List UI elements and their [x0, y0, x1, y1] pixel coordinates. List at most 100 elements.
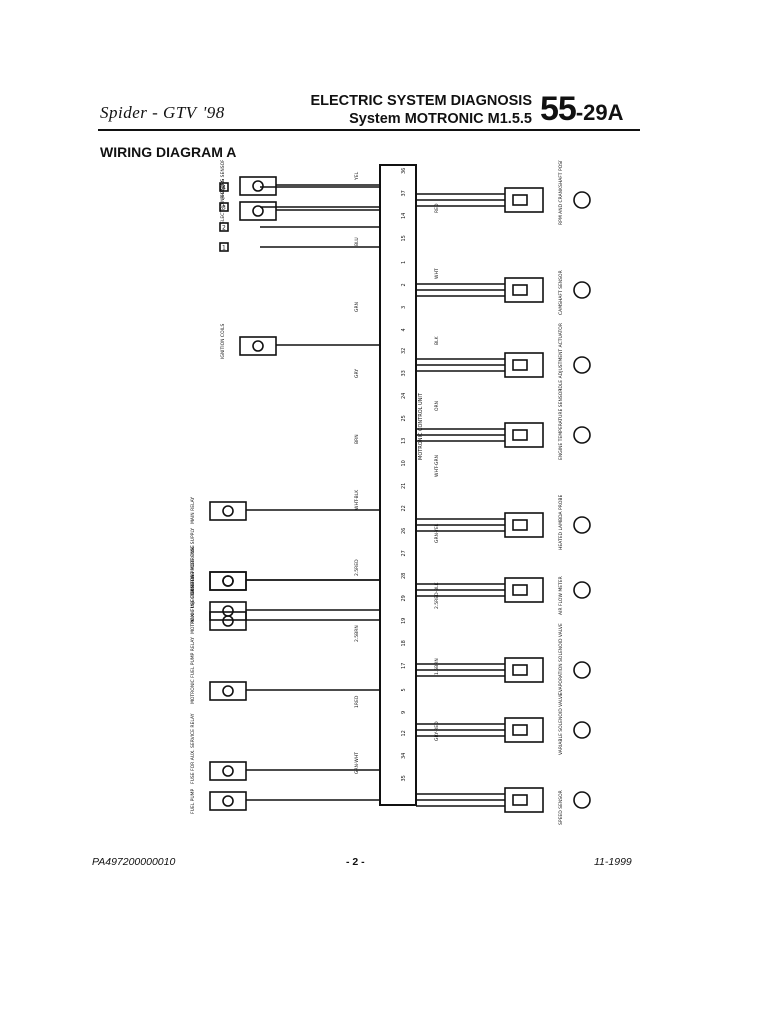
component-symbol	[239, 201, 277, 221]
pin-label: 18	[401, 640, 407, 646]
component-label: EVAPORATION SOLENOID VALVE	[558, 623, 564, 695]
component-camshaft-sensor: CAMSHAFT SENSOR	[504, 270, 591, 315]
pin-label: 28	[401, 573, 407, 579]
component-ref	[573, 516, 591, 534]
component-symbol	[222, 505, 234, 517]
component-label: HEATED LAMBDA PROBE	[558, 495, 564, 550]
component-symbol	[222, 605, 234, 617]
pin-label: 21	[401, 483, 407, 489]
component-label: VARIABLE SOLENOID VALVE	[558, 693, 564, 755]
component-symbol	[209, 571, 247, 591]
pin-label: 19	[401, 618, 407, 624]
component-idle-adjustment-actuator: IDLE ADJUSTMENT ACTUATOR	[504, 323, 591, 390]
injector-tag	[219, 222, 229, 232]
component-symbol	[504, 352, 544, 378]
component-symbol	[504, 187, 544, 213]
wiring-diagram: MOTRONIC CONTROL UNIT PHASING SENSORELEC…	[190, 160, 591, 825]
pin-label: 14	[401, 213, 407, 219]
wire-label: YEL	[354, 171, 360, 181]
component-main-relay: MAIN RELAY	[190, 497, 247, 524]
pin-label: 5	[401, 688, 407, 691]
wire-runs: YELREDBLUWHTGRNBLKGRYORNBRNWHT-GRNWHT-BL…	[246, 171, 505, 807]
component-phasing-sensor: PHASING SENSOR	[220, 160, 277, 199]
brand-name: Spider - GTV	[100, 103, 197, 122]
control-unit-box	[379, 164, 417, 806]
pin-label: 13	[401, 438, 407, 444]
wire-label: 2.5BRN	[354, 625, 360, 642]
component-fuel-pump: FUEL PUMP	[190, 788, 247, 814]
component-variable-solenoid-valve: VARIABLE SOLENOID VALVE	[504, 693, 591, 755]
wire-label: 1.5BRN	[434, 658, 440, 675]
injector-number: 2	[222, 225, 226, 232]
pin-label: 22	[401, 505, 407, 511]
header-title: ELECTRIC SYSTEM DIAGNOSIS System MOTRONI…	[300, 92, 532, 128]
component-label: MOTRONIC INJECTION FUSE	[190, 572, 196, 634]
component-label: AIR FLOW METER	[558, 576, 564, 615]
component-symbol	[209, 791, 247, 811]
header-rule	[98, 129, 640, 131]
wire-label: ORN	[434, 401, 440, 411]
component-symbol	[512, 584, 528, 596]
pin-label: 29	[401, 595, 407, 601]
component-fuse-for-motronic-supply: FUSE FOR MOTRONIC SUPPLY	[190, 528, 247, 594]
wire-label: 1RED	[354, 695, 360, 708]
component-label: CAMSHAFT SENSOR	[558, 270, 564, 315]
injector-number: 4	[222, 185, 226, 192]
pin-label: 17	[401, 663, 407, 669]
header-brand: Spider - GTV'98	[100, 103, 225, 123]
component-maxi-fuse-box: MAXI-FUSE BOX	[190, 589, 247, 624]
wire-label: WHT	[434, 268, 440, 279]
component-symbol	[512, 194, 528, 206]
component-label: SPEED SENSOR	[558, 790, 564, 825]
component-symbol	[222, 765, 234, 777]
wire-label: RED	[434, 203, 440, 213]
component-symbol	[504, 657, 544, 683]
component-symbol	[512, 284, 528, 296]
pin-label: 2	[401, 283, 407, 286]
pin-label: 36	[401, 168, 407, 174]
component-symbol	[512, 724, 528, 736]
component-symbol	[504, 787, 544, 813]
pin-label: 37	[401, 190, 407, 196]
component-symbol	[222, 685, 234, 697]
component-symbol	[504, 717, 544, 743]
pin-label: 26	[401, 528, 407, 534]
component-symbol	[504, 512, 544, 538]
component-symbol	[239, 336, 277, 356]
component-symbol	[209, 761, 247, 781]
component-label: IGNITION COILS	[220, 324, 226, 359]
wire-label: BLU	[354, 237, 360, 246]
page-number-sub: -29A	[575, 100, 624, 125]
pin-label: 34	[401, 753, 407, 759]
pin-label: 10	[401, 460, 407, 466]
component-symbol	[252, 205, 264, 217]
component-heated-lambda-probe: HEATED LAMBDA PROBE	[504, 495, 591, 550]
wire-label: GRY-RED	[434, 721, 440, 741]
component-symbol	[512, 794, 528, 806]
component-symbol	[209, 501, 247, 521]
component-label: RPM AND CRANKSHAFT POSITION SENSOR	[558, 160, 564, 225]
component-ignition-coils: IGNITION COILS	[220, 324, 277, 359]
injector-tag	[219, 182, 229, 192]
pin-label: 25	[401, 415, 407, 421]
component-motronic-fuel-pump-relay: MOTRONIC FUEL PUMP RELAY	[190, 637, 247, 704]
component-rpm-and-crankshaft-position-sensor: RPM AND CRANKSHAFT POSITION SENSOR	[504, 160, 591, 225]
component-ref	[573, 191, 591, 209]
component-ref	[573, 791, 591, 809]
pin-label: 12	[401, 730, 407, 736]
pin-label: 35	[401, 775, 407, 781]
component-ref	[573, 581, 591, 599]
pin-label: 32	[401, 348, 407, 354]
component-air-flow-meter: AIR FLOW METER	[504, 576, 591, 615]
component-label: LAMBDA PROBE FUSE	[190, 545, 196, 594]
component-label: ENGINE TEMPERATURE SENSOR	[558, 389, 564, 460]
component-lambda-probe-fuse: LAMBDA PROBE FUSE	[190, 545, 247, 594]
wire-label: WHT-GRN	[434, 455, 440, 477]
wire-label: GRN-YEL	[434, 523, 440, 543]
injector-tag	[219, 242, 229, 252]
component-label: FUEL PUMP	[190, 788, 196, 814]
component-evaporation-solenoid-valve: EVAPORATION SOLENOID VALVE	[504, 623, 591, 695]
component-ref	[573, 661, 591, 679]
wire-label: BRN	[354, 434, 360, 444]
pin-label: 4	[401, 328, 407, 331]
